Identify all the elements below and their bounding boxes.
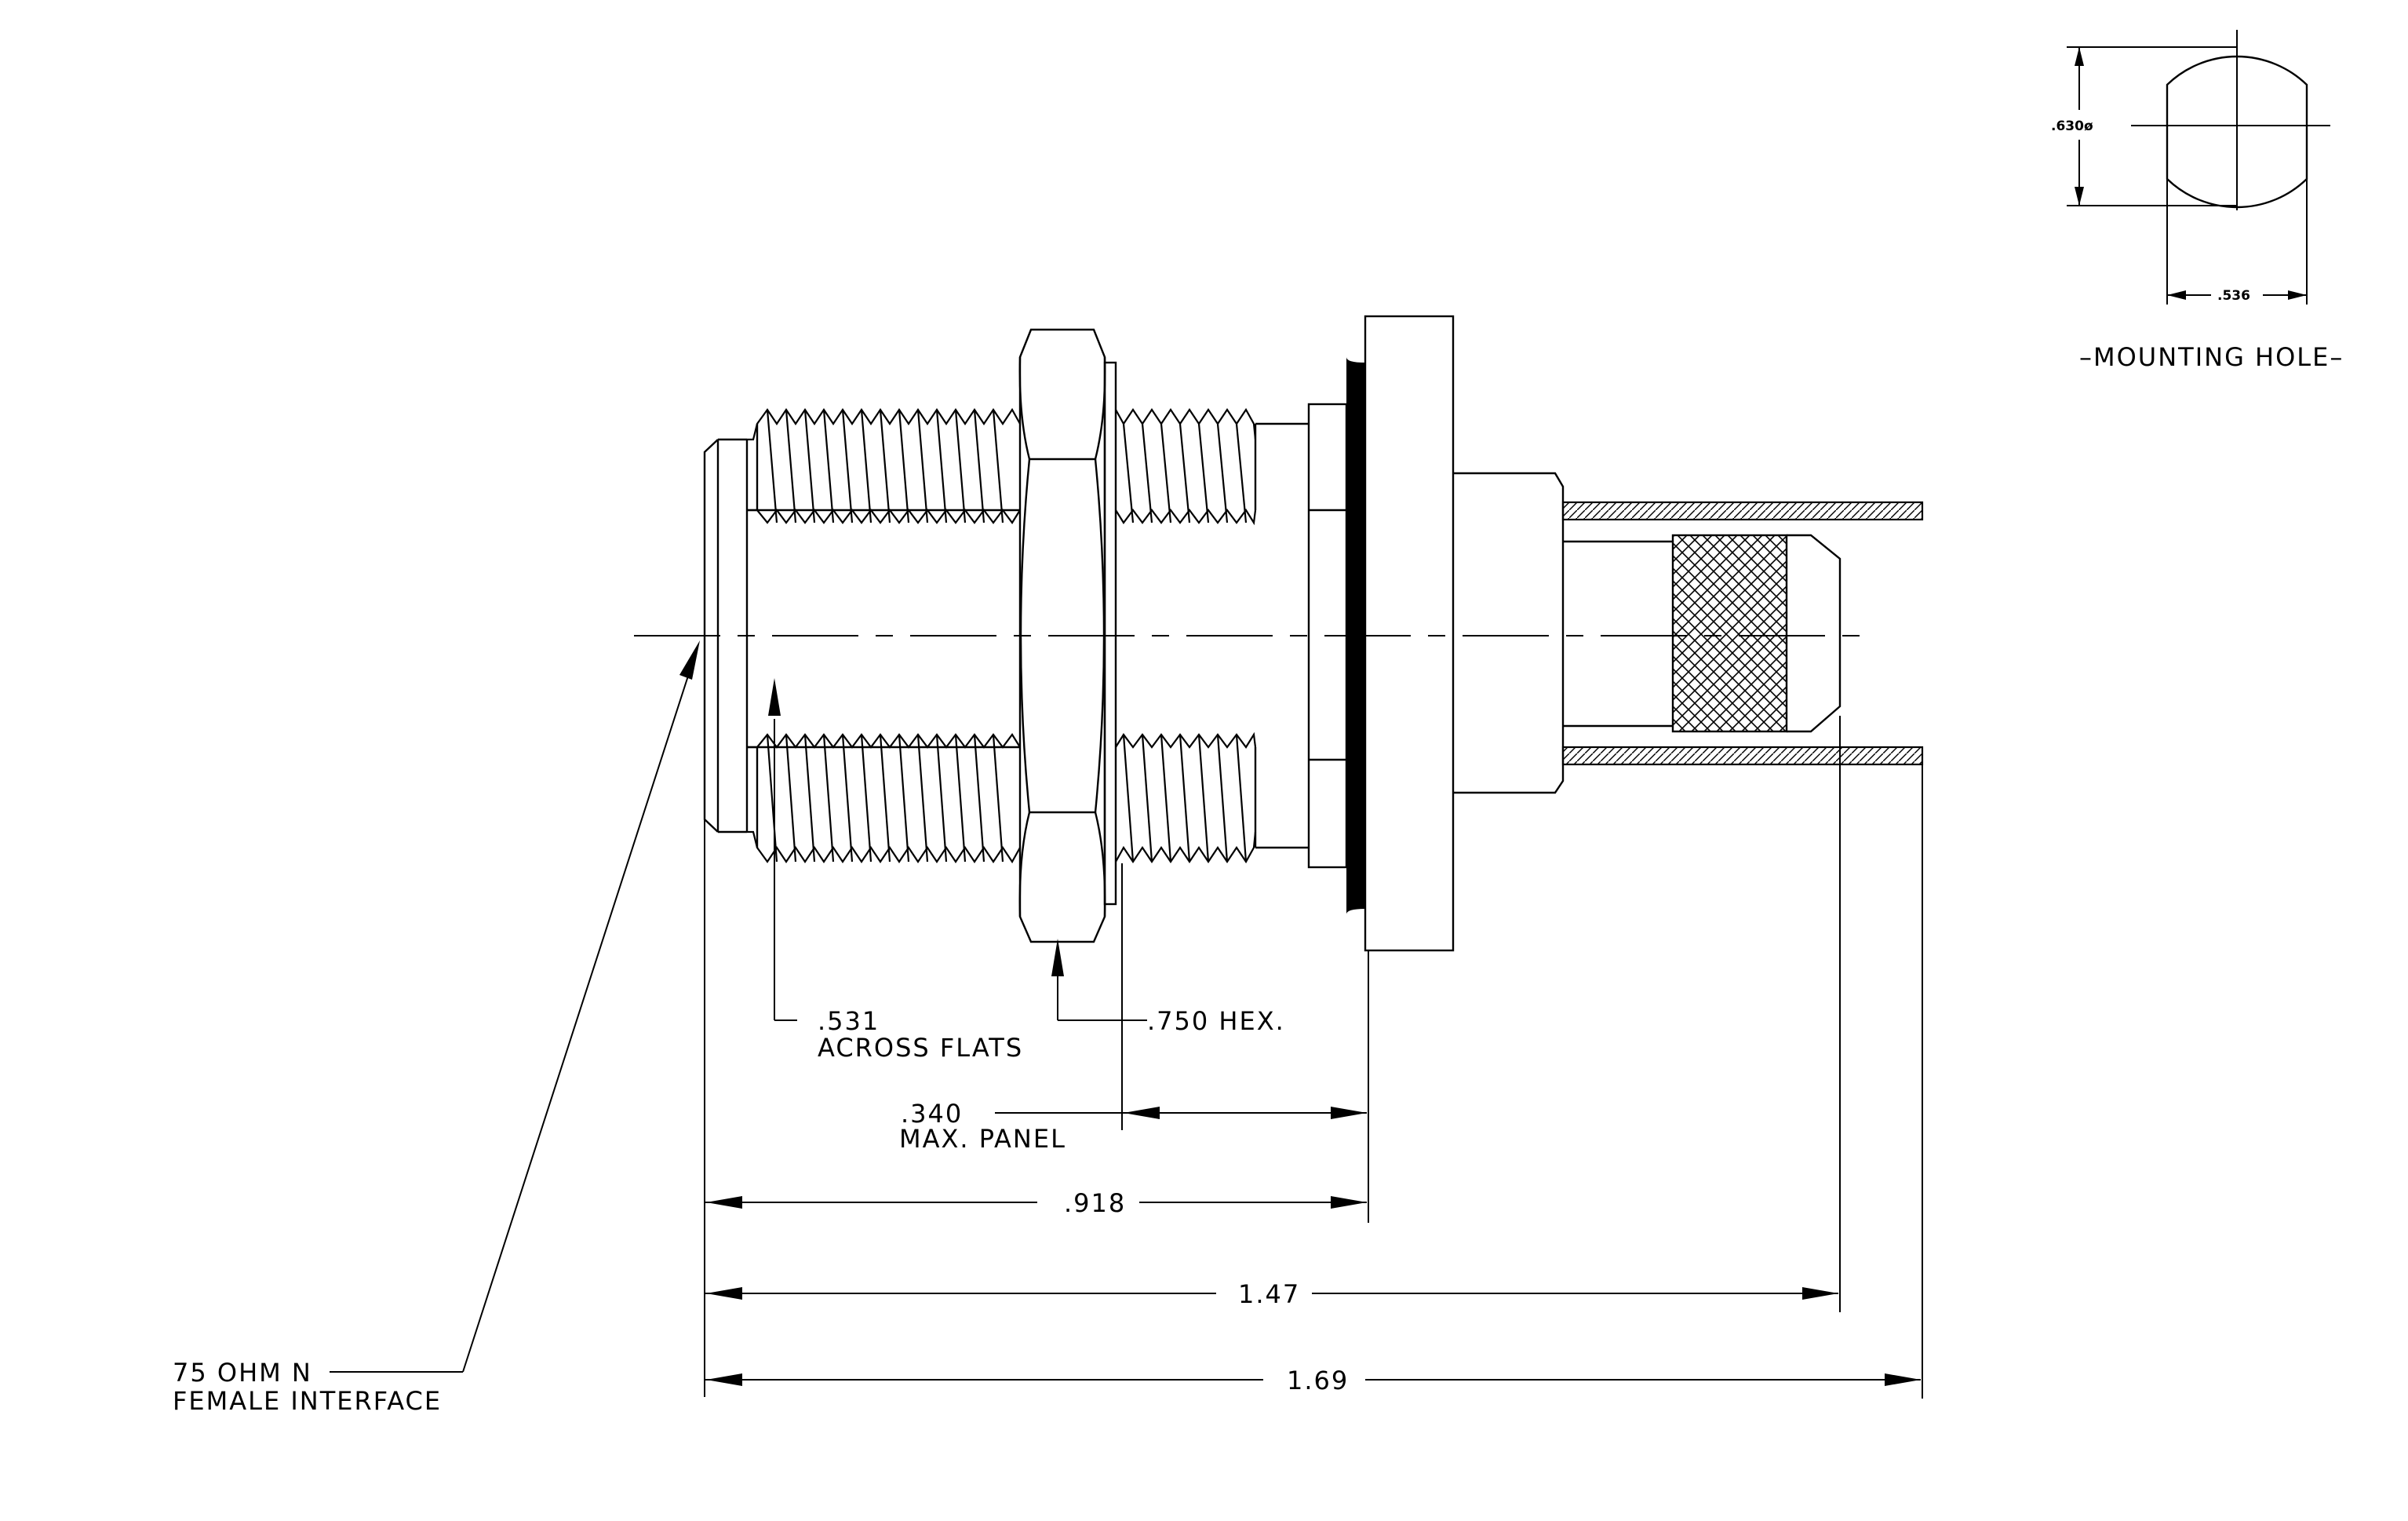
cable-assembly: [1561, 501, 1924, 766]
panel-value-label: .340: [901, 1099, 963, 1129]
hex-nut: [1018, 328, 1117, 943]
panel-text-label: MAX. PANEL: [899, 1124, 1066, 1154]
body-flange: [1255, 315, 1565, 952]
leader-hex: .750 HEX.: [1051, 939, 1285, 1036]
thread-left-upper: [747, 407, 1021, 524]
dim-918-label: .918: [1064, 1188, 1126, 1218]
leader-across-flats: .531 ACROSS FLATS: [768, 678, 1023, 1063]
thread-right-lower: [1115, 731, 1257, 864]
dim-147: 1.47: [705, 1279, 1838, 1309]
dim-918: .918: [705, 1188, 1367, 1218]
cable-jacket-upper: [1561, 501, 1924, 521]
hole-flat-label: .536: [2217, 288, 2250, 304]
thread-left-lower: [747, 733, 1021, 864]
dim-169-label: 1.69: [1287, 1366, 1349, 1395]
dim-147-label: 1.47: [1238, 1279, 1300, 1309]
knurl-area: [1671, 534, 1788, 733]
dim-panel: .340 MAX. PANEL: [899, 1099, 1367, 1154]
dim-169: 1.69: [705, 1366, 1921, 1395]
interface-line1-label: 75 OHM N: [173, 1358, 312, 1388]
extension-lines: [704, 716, 1923, 1399]
thread-right-upper: [1115, 407, 1257, 526]
leader-interface: 75 OHM N FEMALE INTERFACE: [173, 640, 700, 1416]
across-flats-text-label: ACROSS FLATS: [818, 1033, 1023, 1063]
mounting-hole-detail: .630ø .536 –MOUNTING HOLE–: [2051, 30, 2344, 372]
hole-dia-label: .630ø: [2051, 119, 2093, 134]
hex-label: .750 HEX.: [1147, 1006, 1285, 1036]
cable-jacket-lower: [1561, 746, 1924, 766]
o-ring: [1346, 357, 1365, 914]
mounting-hole-title: –MOUNTING HOLE–: [2079, 342, 2344, 372]
interface-line2-label: FEMALE INTERFACE: [173, 1386, 442, 1416]
front-end: [703, 438, 1020, 833]
across-flats-value-label: .531: [818, 1006, 880, 1036]
